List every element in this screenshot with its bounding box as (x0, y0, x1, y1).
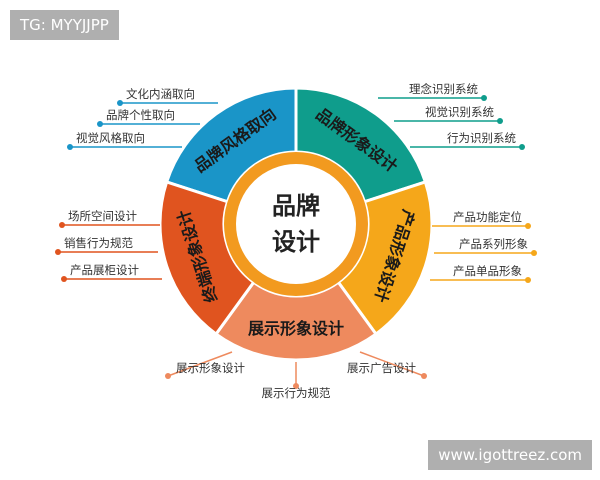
callout-dot (519, 144, 525, 150)
callout-dot (531, 250, 537, 256)
center-title-line1: 品牌 (272, 192, 320, 220)
callout-dot (525, 223, 531, 229)
callout-dot (497, 118, 503, 124)
callout-label: 产品展柜设计 (70, 263, 139, 277)
callout-label: 展示形象设计 (176, 361, 245, 375)
callout-dot (55, 249, 61, 255)
callout-label: 销售行为规范 (64, 236, 133, 250)
callout-dot (61, 276, 67, 282)
callout-dot (59, 222, 65, 228)
callout-line (167, 351, 233, 377)
callout-dot (165, 373, 171, 379)
callout-label: 产品功能定位 (453, 210, 522, 224)
callout-dot (67, 144, 73, 150)
callout-label: 理念识别系统 (409, 82, 478, 96)
callout-label: 品牌个性取向 (106, 108, 175, 122)
callout-label: 视觉风格取向 (76, 131, 145, 145)
callout-label: 产品系列形象 (459, 237, 528, 251)
watermark-top: TG: MYYJJPP (10, 10, 119, 40)
callout-dot (97, 121, 103, 127)
segment-label-display: 展示形象设计 (248, 319, 344, 338)
callout-dot (525, 277, 531, 283)
callout-label: 展示行为规范 (262, 386, 331, 400)
center-title-line2: 设计 (272, 228, 320, 256)
callout-label: 行为识别系统 (447, 131, 516, 145)
callout-label: 文化内涵取向 (126, 87, 195, 101)
callout-label: 展示广告设计 (347, 361, 416, 375)
callout-dot (293, 383, 299, 389)
callout-label: 视觉识别系统 (425, 105, 494, 119)
center-disc (236, 164, 356, 284)
callout-dot (481, 95, 487, 101)
callout-dot (421, 373, 427, 379)
watermark-bottom: www.igottreez.com (428, 440, 592, 470)
callout-label: 场所空间设计 (68, 209, 137, 223)
callout-label: 产品单品形象 (453, 264, 522, 278)
callout-dot (117, 100, 123, 106)
callout-line (359, 351, 425, 377)
